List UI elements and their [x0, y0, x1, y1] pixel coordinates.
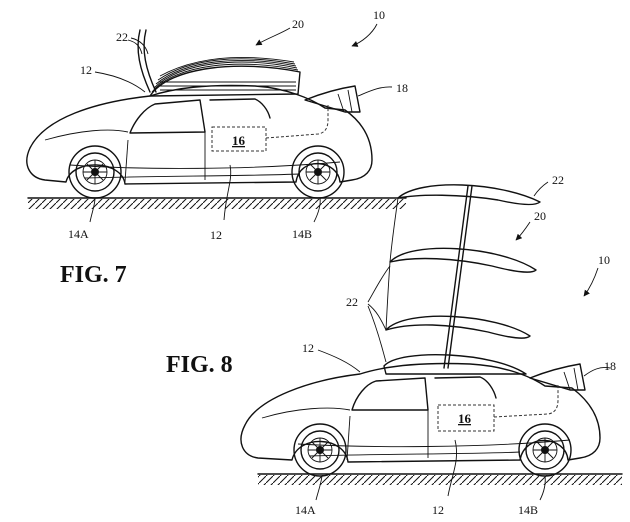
fig7-rear-spoiler [304, 85, 361, 113]
fig8-ref-18: 18 [604, 359, 616, 373]
fig7-ref-16: 16 [232, 133, 246, 148]
fig8-ref-22-group: 22 [346, 295, 358, 309]
fig8-ref-16: 16 [458, 411, 472, 426]
fig8-ref-12-bottom: 12 [432, 503, 444, 517]
fig7-label: FIG. 7 [60, 262, 127, 288]
fig7-ref-18: 18 [396, 81, 408, 95]
fig8-rear-spoiler [529, 363, 586, 391]
fig8-front-wheel [293, 423, 347, 477]
fig8-ref-20: 20 [534, 209, 546, 223]
fig8-ground [257, 473, 623, 485]
fig7-ref-10: 10 [373, 8, 385, 22]
fig7-ref-20: 20 [292, 17, 304, 31]
fig7-ref-22: 22 [116, 30, 128, 44]
fig7-power-unit-box [211, 126, 267, 152]
fig7-ref-12-bottom: 12 [210, 228, 222, 242]
fig7-ref-12-top: 12 [80, 63, 92, 77]
fig8-ref-10: 10 [598, 253, 610, 267]
fig8-ref-14a: 14A [295, 503, 316, 517]
fig7-ref-14b: 14B [292, 227, 312, 241]
fig7-stowed-wing-stack [137, 29, 301, 97]
fig8-deployed-wings [383, 184, 541, 375]
fig7-ground [27, 197, 407, 209]
fig7-front-wheel [68, 145, 122, 199]
fig8-ref-12-top: 12 [302, 341, 314, 355]
fig8-drawing [240, 181, 623, 501]
fig8-ref-22-top: 22 [552, 173, 564, 187]
fig7-ref-14a: 14A [68, 227, 89, 241]
fig8-vehicle-body [240, 362, 601, 463]
fig8-rear-wheel [518, 423, 572, 477]
fig8-label: FIG. 8 [166, 352, 233, 378]
fig8-ref-14b: 14B [518, 503, 538, 517]
fig7-drawing [26, 23, 407, 223]
fig7-rear-wheel [291, 145, 345, 199]
fig8-power-unit-box [437, 404, 495, 432]
